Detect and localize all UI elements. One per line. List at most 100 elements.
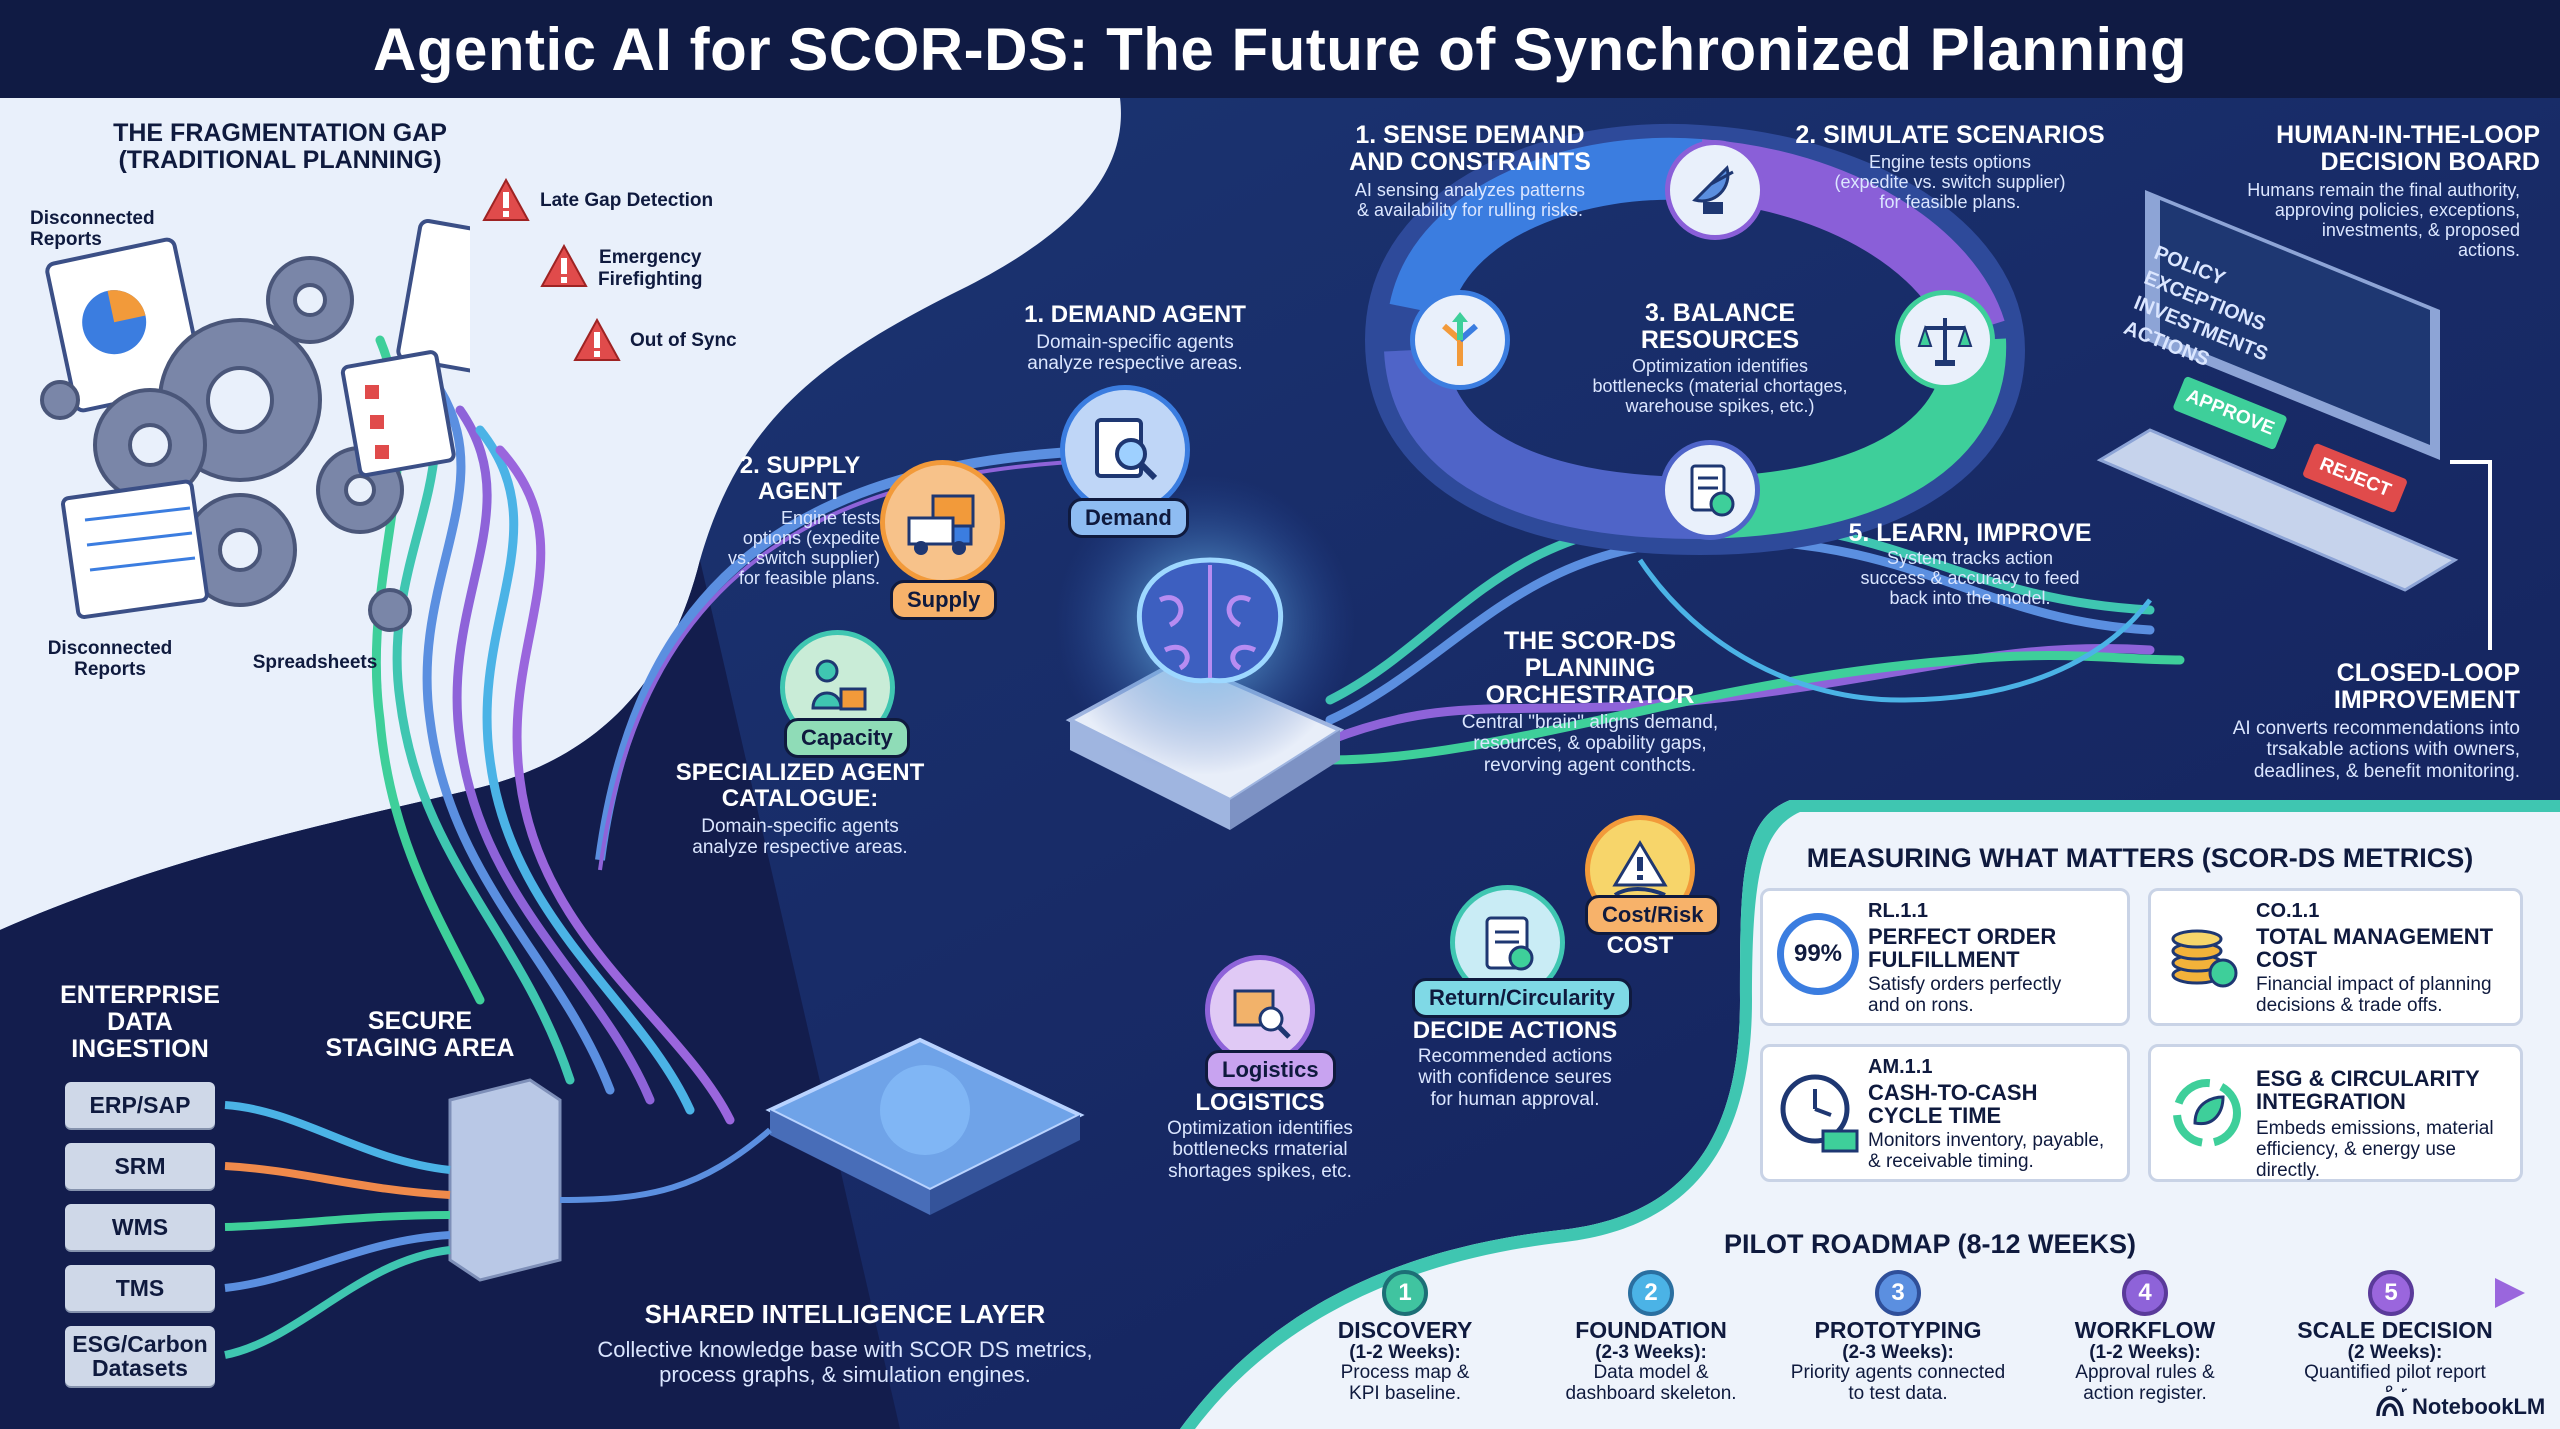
logistics-tag: Logistics: [1205, 1050, 1336, 1090]
gear-cluster-icon: [40, 256, 433, 632]
step-duration: (2-3 Weeks):: [1595, 1341, 1707, 1363]
step-desc: Quantified pilot report & r: [2304, 1362, 2486, 1404]
spreadsheet-document-icon: [61, 479, 209, 619]
metric-code: RL.1.1: [1868, 900, 1929, 922]
hitl-heading: HUMAN-IN-THE-LOOP DECISION BOARD: [2276, 121, 2540, 176]
source-tms: TMS: [65, 1265, 215, 1311]
magnifier-document-icon: [1095, 418, 1158, 481]
metric-desc: Financial impact of planning decisions &…: [2256, 974, 2492, 1016]
package-magnifier-icon: [1233, 989, 1291, 1039]
checklist-node: [1660, 440, 1760, 540]
direction-arrows-node: [1410, 290, 1510, 390]
step-name: PROTOTYPING: [1814, 1317, 1982, 1343]
balance-scale-node: [1895, 290, 1995, 390]
split-arrows-icon: [1442, 312, 1478, 366]
hitl-desc: Humans remain the final authority, appro…: [2247, 180, 2520, 261]
warning-out-of-sync: Out of Sync: [630, 330, 737, 351]
closed-loop-heading: CLOSED-LOOP IMPROVEMENT: [2333, 659, 2520, 714]
cycle-balance-desc: Optimization identifies bottlenecks (mat…: [1592, 356, 1848, 417]
gears-illustration: [40, 219, 470, 632]
fragmentation-heading-line2: (TRADITIONAL PLANNING): [118, 146, 442, 174]
warning-icon: [540, 244, 588, 287]
step-desc: Approval rules & action register.: [2075, 1362, 2215, 1404]
source-esg-carbon: ESG/Carbon Datasets: [65, 1326, 215, 1386]
metric-desc: Satisfy orders perfectly and on rons.: [1868, 974, 2062, 1016]
brand-badge: NotebookLM: [2370, 1392, 2552, 1422]
cost-label: COST: [1606, 932, 1674, 959]
metric-code: CO.1.1: [2256, 900, 2320, 922]
capacity-tag: Capacity: [784, 718, 910, 758]
disconnected-reports-label-top: Disconnected Reports: [30, 208, 155, 251]
truck-warehouse-icon: [907, 494, 974, 555]
staging-area-heading: SECURE STAGING AREA: [325, 1007, 515, 1062]
checklist-document-icon: [340, 350, 456, 478]
warning-icon: [573, 318, 621, 361]
orchestrator-heading: THE SCOR-DS PLANNING ORCHESTRATOR: [1485, 627, 1695, 709]
metric-desc: Embeds emissions, material efficiency, &…: [2256, 1118, 2494, 1181]
decide-actions-desc: Recommended actions with confidence seur…: [1417, 1046, 1613, 1110]
step-duration: (1-2 Weeks):: [2089, 1341, 2201, 1363]
agent-catalogue-desc: Domain-specific agents analyze respectiv…: [692, 816, 908, 859]
closed-loop-desc: AI converts recommendations into trsakab…: [2232, 718, 2520, 782]
clock-money-icon: [1780, 1074, 1859, 1153]
orchestrator-desc: Central "brain" aligns demand, resources…: [1461, 712, 1719, 776]
disconnected-reports-label-bottom: Disconnected Reports: [47, 638, 173, 681]
supply-tag: Supply: [890, 580, 998, 620]
step-desc: Data model & dashboard skeleton.: [1565, 1362, 1737, 1404]
step-name: WORKFLOW: [2074, 1317, 2216, 1343]
metric-name: PERFECT ORDER FULFILLMENT: [1868, 924, 2057, 973]
percentage-badge: 99%: [1777, 913, 1859, 995]
roadmap-step-workflow: WORKFLOW (1-2 Weeks): Approval rules & a…: [2025, 1318, 2265, 1404]
supply-agent-desc: Engine tests options (expedite vs. switc…: [727, 508, 880, 589]
step-duration: (1-2 Weeks):: [1349, 1341, 1461, 1363]
step-desc: Priority agents connected to test data.: [1790, 1362, 2006, 1404]
cycle-simulate-desc: Engine tests options (expedite vs. switc…: [1834, 152, 2066, 213]
demand-agent-desc: Domain-specific agents analyze respectiv…: [1027, 332, 1243, 375]
warning-icon: [482, 178, 530, 221]
demand-agent-heading: 1. DEMAND AGENT: [1024, 301, 1246, 328]
cycle-sense-desc: AI sensing analyzes patterns & availabil…: [1354, 180, 1586, 221]
metric-card-perfect-order: 99% RL.1.1 PERFECT ORDER FULFILLMENT Sat…: [1760, 888, 2130, 1026]
notebooklm-logo-icon: [2376, 1396, 2404, 1417]
cycle-sense-heading: 1. SENSE DEMAND AND CONSTRAINTS: [1349, 121, 1591, 176]
step-name: DISCOVERY: [1337, 1317, 1473, 1343]
demand-agent-node: [1060, 385, 1190, 515]
page-title: Agentic AI for SCOR-DS: The Future of Sy…: [373, 15, 2187, 83]
roadmap-step-discovery: DISCOVERY (1-2 Weeks): Process map & KPI…: [1285, 1318, 1525, 1404]
metric-desc: Monitors inventory, payable, & receivabl…: [1868, 1130, 2105, 1172]
shared-intelligence-heading: SHARED INTELLIGENCE LAYER: [644, 1299, 1046, 1329]
brain-icon: [1136, 557, 1284, 684]
logistics-agent-node: [1205, 955, 1315, 1065]
bar-chart-document-icon: [396, 219, 470, 376]
warning-late-gap: Late Gap Detection: [540, 190, 714, 211]
shared-intelligence-desc: Collective knowledge base with SCOR DS m…: [597, 1337, 1093, 1387]
clipboard-check-icon: [1485, 916, 1533, 970]
hand-warning-icon: [1612, 840, 1668, 897]
logistics-heading: LOGISTICS: [1195, 1089, 1325, 1116]
demand-tag: Demand: [1068, 498, 1189, 538]
spreadsheets-label: Spreadsheets: [252, 652, 378, 673]
person-box-icon: [810, 659, 866, 710]
metric-name: TOTAL MANAGEMENT COST: [2256, 924, 2494, 973]
step-name: FOUNDATION: [1575, 1317, 1727, 1343]
roadmap-step-number: 5: [2368, 1270, 2414, 1316]
roadmap-step-foundation: FOUNDATION (2-3 Weeks): Data model & das…: [1531, 1318, 1771, 1404]
source-wms: WMS: [65, 1204, 215, 1250]
agent-catalogue-heading: SPECIALIZED AGENT CATALOGUE:: [675, 759, 925, 812]
metrics-heading: MEASURING WHAT MATTERS (SCOR-DS METRICS): [1806, 843, 2474, 873]
cycle-simulate-heading: 2. SIMULATE SCENARIOS: [1795, 121, 2105, 149]
roadmap-step-prototyping: PROTOTYPING (2-3 Weeks): Priority agents…: [1758, 1318, 2038, 1404]
coin-stack-icon: [2171, 929, 2238, 988]
cycle-learn-heading: 5. LEARN, IMPROVE: [1848, 519, 2092, 547]
cycle-balance-heading: 3. BALANCE RESOURCES: [1640, 299, 1800, 354]
metric-name: ESG & CIRCULARITY INTEGRATION: [2256, 1066, 2480, 1115]
source-erp-sap: ERP/SAP: [65, 1082, 215, 1128]
warning-firefighting: Emergency Firefighting: [598, 247, 703, 290]
logistics-desc: Optimization identifies bottlenecks rmat…: [1167, 1118, 1353, 1182]
step-desc: Process map & KPI baseline.: [1340, 1362, 1470, 1404]
metric-card-cash-to-cash: AM.1.1 CASH-TO-CASH CYCLE TIME Monitors …: [1760, 1044, 2130, 1182]
recycle-leaf-icon: [2173, 1079, 2241, 1147]
brand-name: NotebookLM: [2412, 1394, 2546, 1419]
roadmap-step-number: 4: [2122, 1270, 2168, 1316]
step-duration: (2 Weeks):: [2347, 1341, 2443, 1363]
